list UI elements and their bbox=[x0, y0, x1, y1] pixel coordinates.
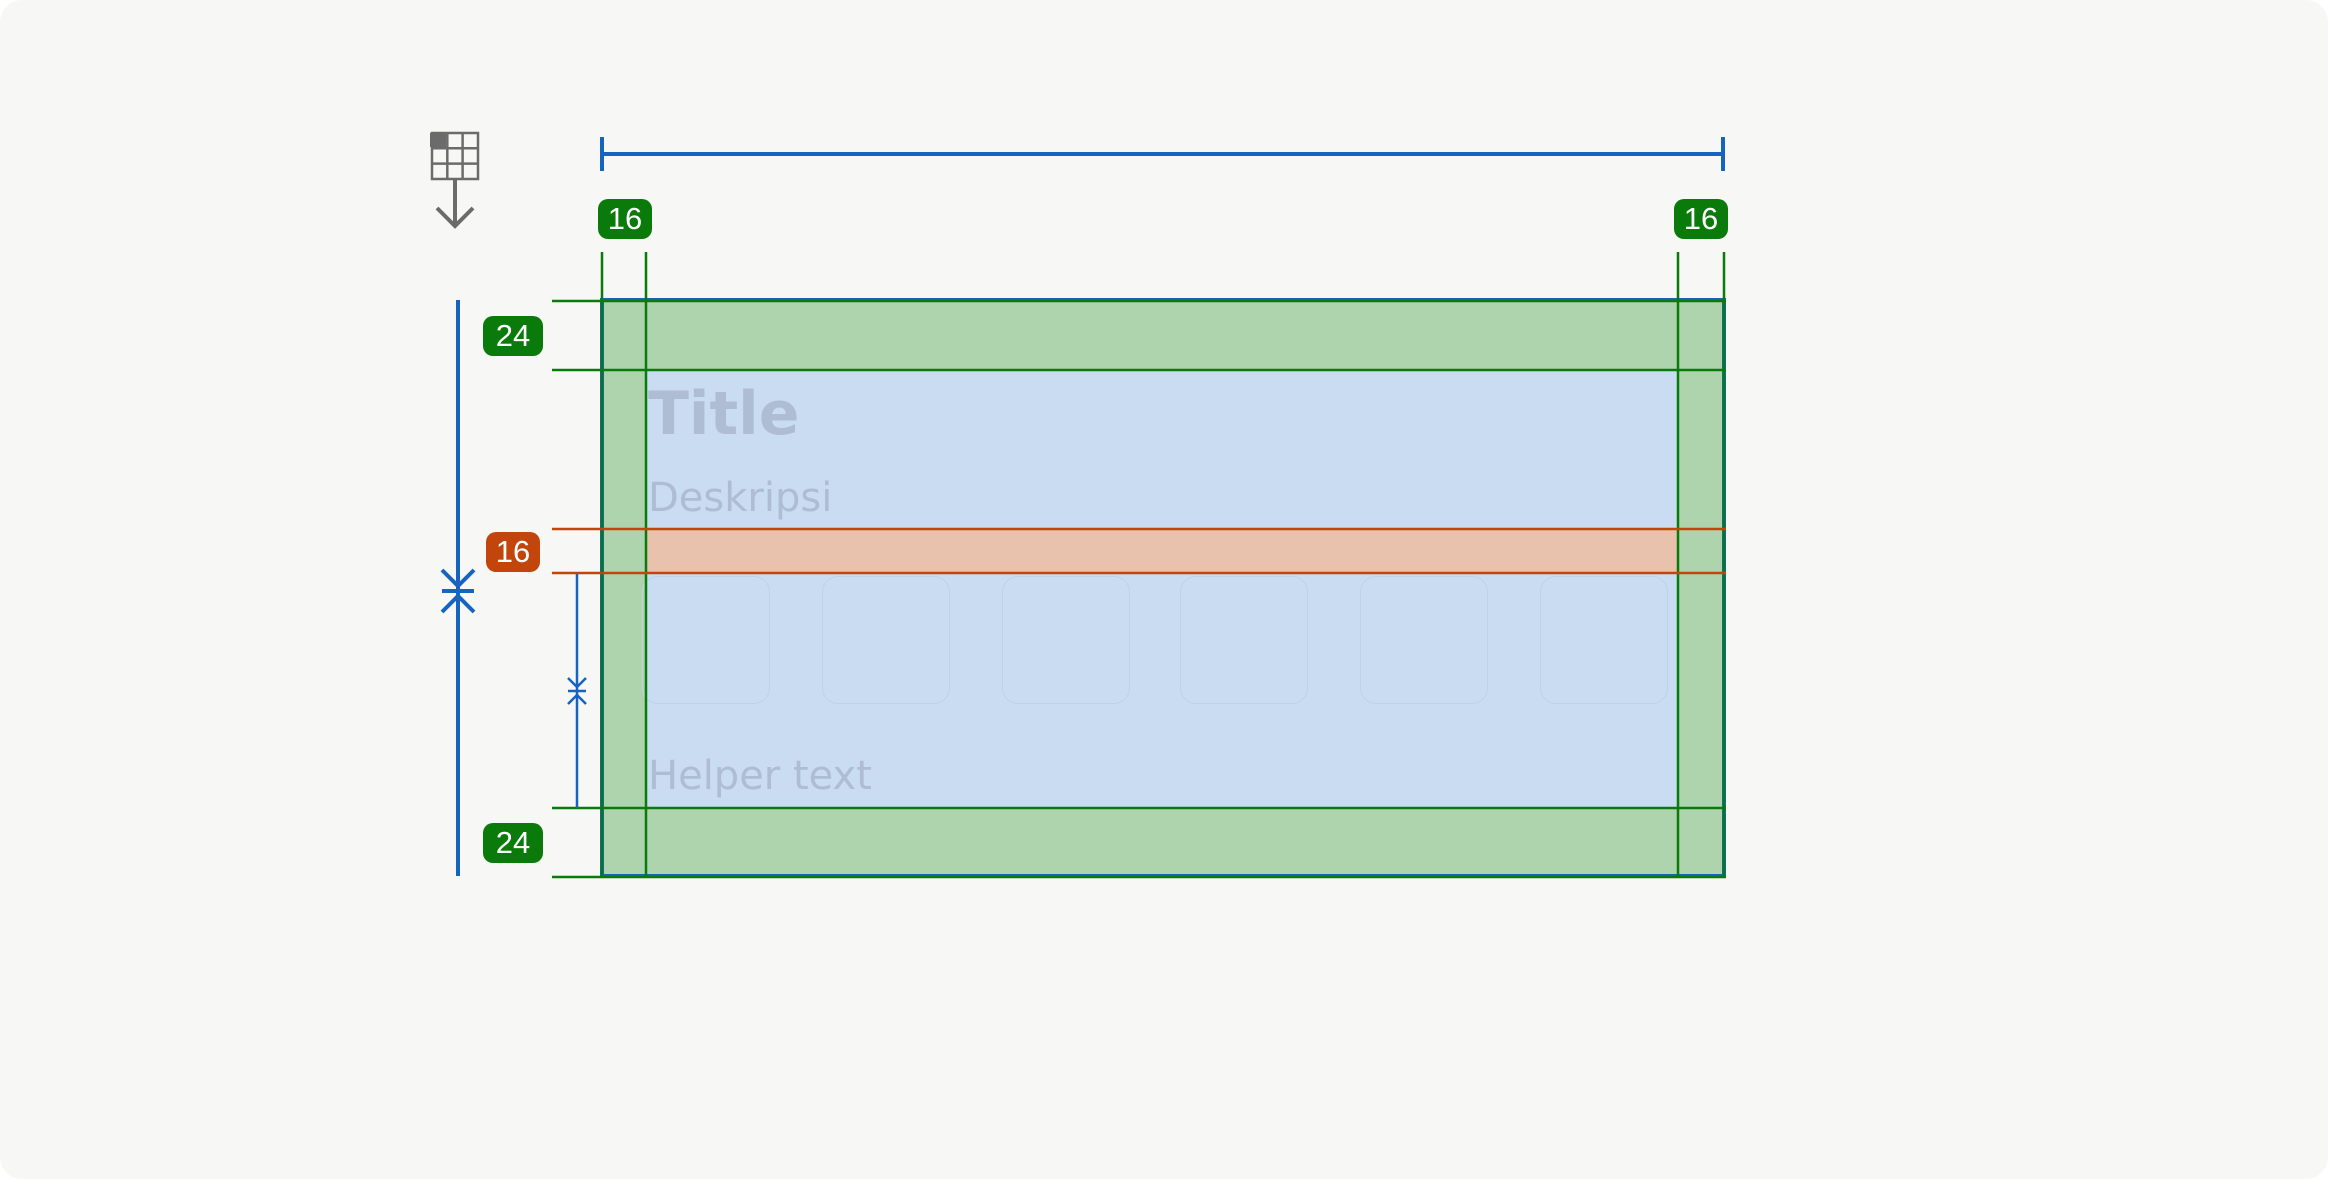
component-title: Title bbox=[648, 379, 800, 449]
item-gap-badge: 16 bbox=[486, 532, 540, 572]
option-slot bbox=[642, 576, 770, 704]
height-measure bbox=[440, 300, 476, 876]
option-slot bbox=[1180, 576, 1308, 704]
option-slot bbox=[1540, 576, 1668, 704]
top-padding-area bbox=[600, 298, 1726, 370]
item-gap-area bbox=[646, 530, 1678, 572]
option-area-measure bbox=[567, 574, 587, 808]
table-fill-down-icon bbox=[430, 131, 480, 229]
left-padding-badge: 16 bbox=[598, 199, 652, 239]
right-padding-area bbox=[1678, 298, 1726, 878]
component-description: Deskripsi bbox=[648, 475, 833, 521]
component-helper-text: Helper text bbox=[648, 753, 872, 799]
component-frame: Title Deskripsi Helper text bbox=[600, 298, 1726, 878]
right-padding-badge: 16 bbox=[1674, 199, 1728, 239]
option-slot bbox=[822, 576, 950, 704]
option-slot bbox=[1002, 576, 1130, 704]
bottom-padding-badge: 24 bbox=[483, 823, 543, 863]
bottom-padding-area bbox=[600, 808, 1726, 878]
option-slot bbox=[1360, 576, 1488, 704]
left-padding-area bbox=[600, 298, 646, 878]
top-padding-badge: 24 bbox=[483, 316, 543, 356]
width-measure bbox=[600, 137, 1725, 171]
